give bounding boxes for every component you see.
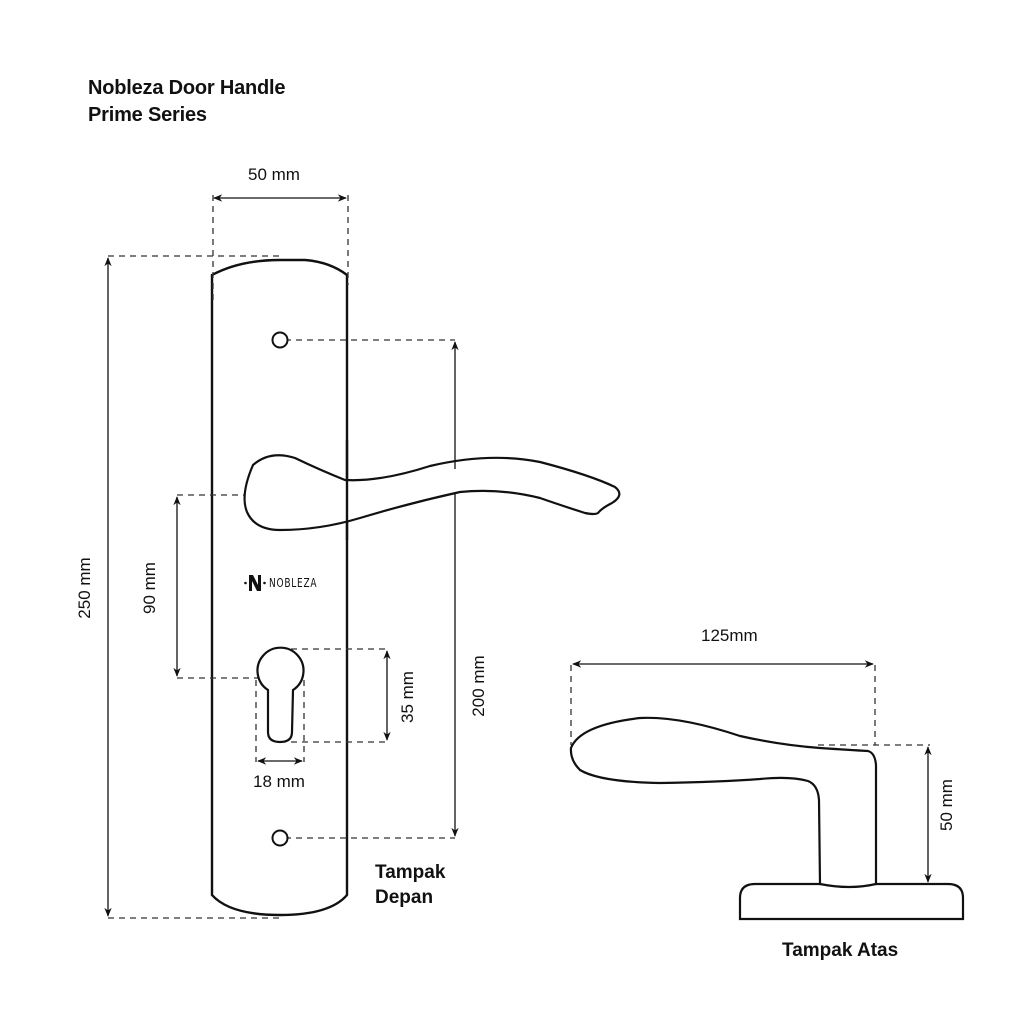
nobleza-n-icon: [244, 575, 266, 591]
label-screw-spacing: 200 mm: [469, 655, 488, 717]
front-view-label-line-2: Depan: [375, 887, 434, 908]
drawing-title: Nobleza Door Handle Prime Series: [88, 75, 286, 129]
top-view-label: Tampak Atas: [782, 940, 899, 961]
label-handle-projection: 50 mm: [937, 779, 956, 831]
front-view-label: Tampak Depan: [375, 860, 445, 910]
bottom-screw-hole: [271, 829, 289, 847]
title-line-1: Nobleza Door Handle: [88, 77, 286, 99]
logo-text: NOBLEZA: [269, 576, 318, 590]
label-plate-width: 50 mm: [248, 165, 300, 184]
label-keyhole-height: 35 mm: [398, 671, 417, 723]
nobleza-logo: NOBLEZA: [244, 573, 333, 593]
rose-base: [738, 882, 965, 921]
front-view-label-line-1: Tampak: [375, 862, 446, 883]
label-handle-to-keyhole: 90 mm: [140, 562, 159, 614]
label-handle-length: 125mm: [701, 626, 758, 645]
top-view: [569, 660, 965, 921]
label-keyhole-width: 18 mm: [253, 772, 305, 791]
label-plate-height: 250 mm: [75, 557, 94, 619]
top-extension-lines: [570, 665, 930, 746]
lever-handle: [243, 454, 621, 532]
front-view: [104, 194, 621, 919]
title-line-2: Prime Series: [88, 104, 207, 126]
keyhole-cutout: [256, 646, 305, 744]
top-screw-hole: [271, 331, 289, 349]
back-plate: [210, 258, 349, 917]
handle-top-profile: [569, 716, 878, 889]
